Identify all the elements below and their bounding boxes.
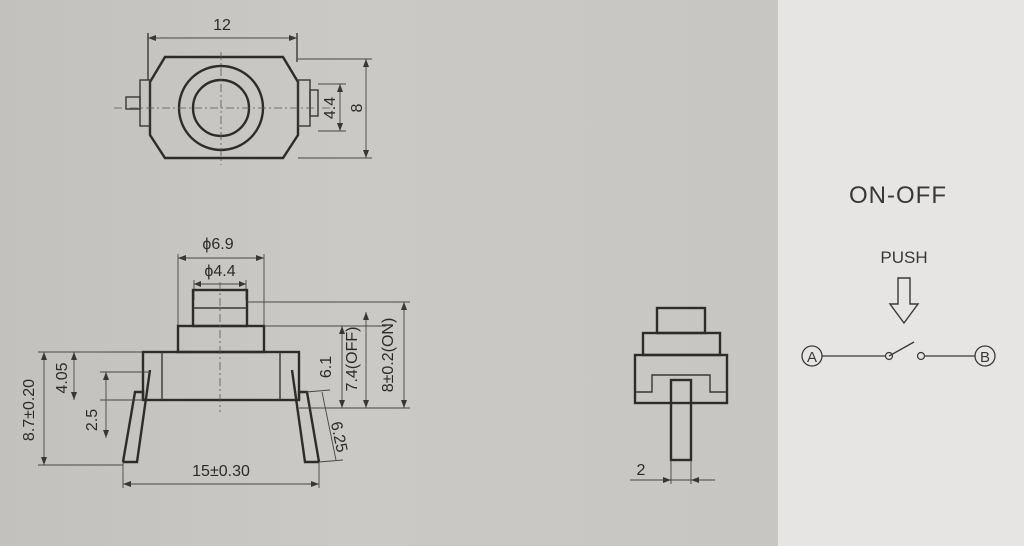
top-height-label: 8 — [349, 103, 366, 112]
schematic-title: ON-OFF — [849, 182, 947, 209]
contact-right — [916, 351, 926, 361]
front-87-label: 8.7±0.20 — [21, 379, 38, 441]
front-left-ext — [38, 351, 150, 466]
front-leg-right-inner — [290, 369, 319, 464]
front-on-label: 8±0.2(ON) — [380, 318, 397, 393]
front-cap — [176, 324, 266, 354]
top-terminal-left-tip — [125, 96, 141, 110]
side-stem — [655, 306, 707, 335]
schematic-panel — [778, 0, 1024, 546]
front-405-label: 4.05 — [54, 362, 71, 393]
side-pin — [669, 378, 693, 462]
front-base-label: 15±0.30 — [192, 463, 250, 480]
top-terminal-left — [139, 79, 151, 127]
top-terminal-right — [297, 79, 311, 127]
top-body-outline — [148, 55, 300, 160]
front-housing — [141, 350, 301, 402]
front-cap-dia-label: ϕ6.9 — [202, 236, 233, 253]
top-view: 12 8 4.4 — [114, 17, 372, 165]
front-housing-inner — [161, 352, 281, 400]
side-pin-label: 2 — [637, 462, 646, 479]
side-pin-arrows — [663, 477, 699, 483]
top-terminal-right-tip — [309, 89, 319, 117]
push-label: PUSH — [880, 248, 927, 267]
side-housing-inner — [635, 374, 727, 393]
front-view: ϕ6.9 ϕ4.4 6.1 7.4(OFF) — [21, 236, 410, 488]
top-height-ext — [298, 58, 372, 159]
front-leg-right — [297, 390, 321, 463]
switch-schematic: ON-OFF PUSH A B — [801, 182, 996, 367]
side-view: 2 — [630, 306, 729, 484]
front-25-arrows — [103, 372, 109, 438]
front-25-label: 2.5 — [84, 409, 101, 431]
front-stem-dia-label: ϕ4.4 — [204, 263, 235, 280]
terminal-a-label: A — [807, 349, 817, 366]
terminal-b-label: B — [980, 349, 990, 366]
front-61-label: 6.1 — [318, 356, 335, 378]
front-leg-left-inner — [123, 369, 152, 464]
side-cap — [641, 331, 722, 357]
top-terminal-label: 4.4 — [322, 97, 339, 119]
top-terminal-ext — [318, 83, 346, 132]
front-off-label: 7.4(OFF) — [344, 327, 361, 392]
top-width-label: 12 — [213, 17, 231, 34]
side-housing — [633, 353, 729, 405]
switch-blade — [888, 341, 915, 357]
front-leg-ext — [305, 389, 344, 463]
drawing-background — [0, 0, 778, 546]
front-leg-line — [321, 391, 337, 461]
front-leg-label: 6.25 — [327, 420, 350, 454]
contact-left — [884, 351, 894, 361]
front-leg-left — [121, 390, 145, 463]
push-arrow-icon — [888, 277, 920, 325]
